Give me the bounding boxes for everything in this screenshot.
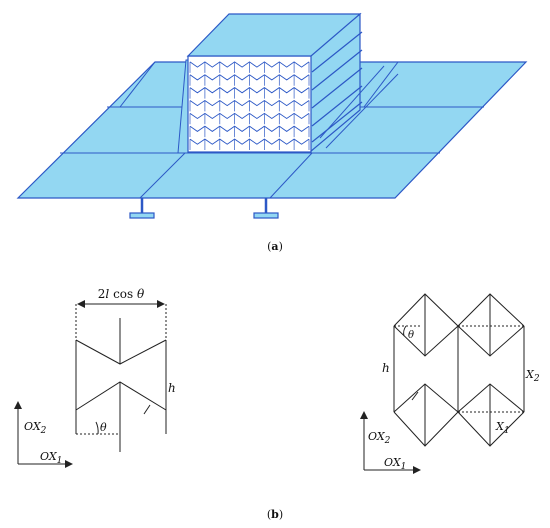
core-zigzag-cells: [189, 61, 310, 150]
left-axis-ox2-label: OX2: [24, 420, 47, 436]
top-face-sheet: [186, 13, 362, 57]
right-axis-ox2-label: OX2: [368, 430, 391, 446]
width-dimension-label: 2l cos θ: [98, 287, 145, 301]
right-axis-ox1-label: OX1: [384, 456, 406, 472]
panel-b-folded-cells: [393, 293, 525, 447]
right-h-label: h: [382, 361, 390, 375]
right-support: [253, 198, 279, 219]
caption-a: (a): [267, 240, 283, 253]
right-theta-label: θ: [408, 330, 414, 341]
left-h-label: h: [168, 381, 176, 395]
right-axes: [360, 411, 421, 474]
panel-a-sandwich-drawing: [16, 12, 528, 219]
left-axes: [14, 401, 73, 468]
panel-b-unit-cell: [75, 304, 167, 452]
right-x1-label: X1: [495, 420, 510, 436]
left-support: [129, 198, 155, 219]
left-axis-ox1-label: OX1: [40, 450, 62, 466]
left-theta-label: θ: [100, 421, 107, 434]
caption-b: (b): [267, 508, 283, 521]
right-x2-label: X2: [525, 368, 540, 384]
